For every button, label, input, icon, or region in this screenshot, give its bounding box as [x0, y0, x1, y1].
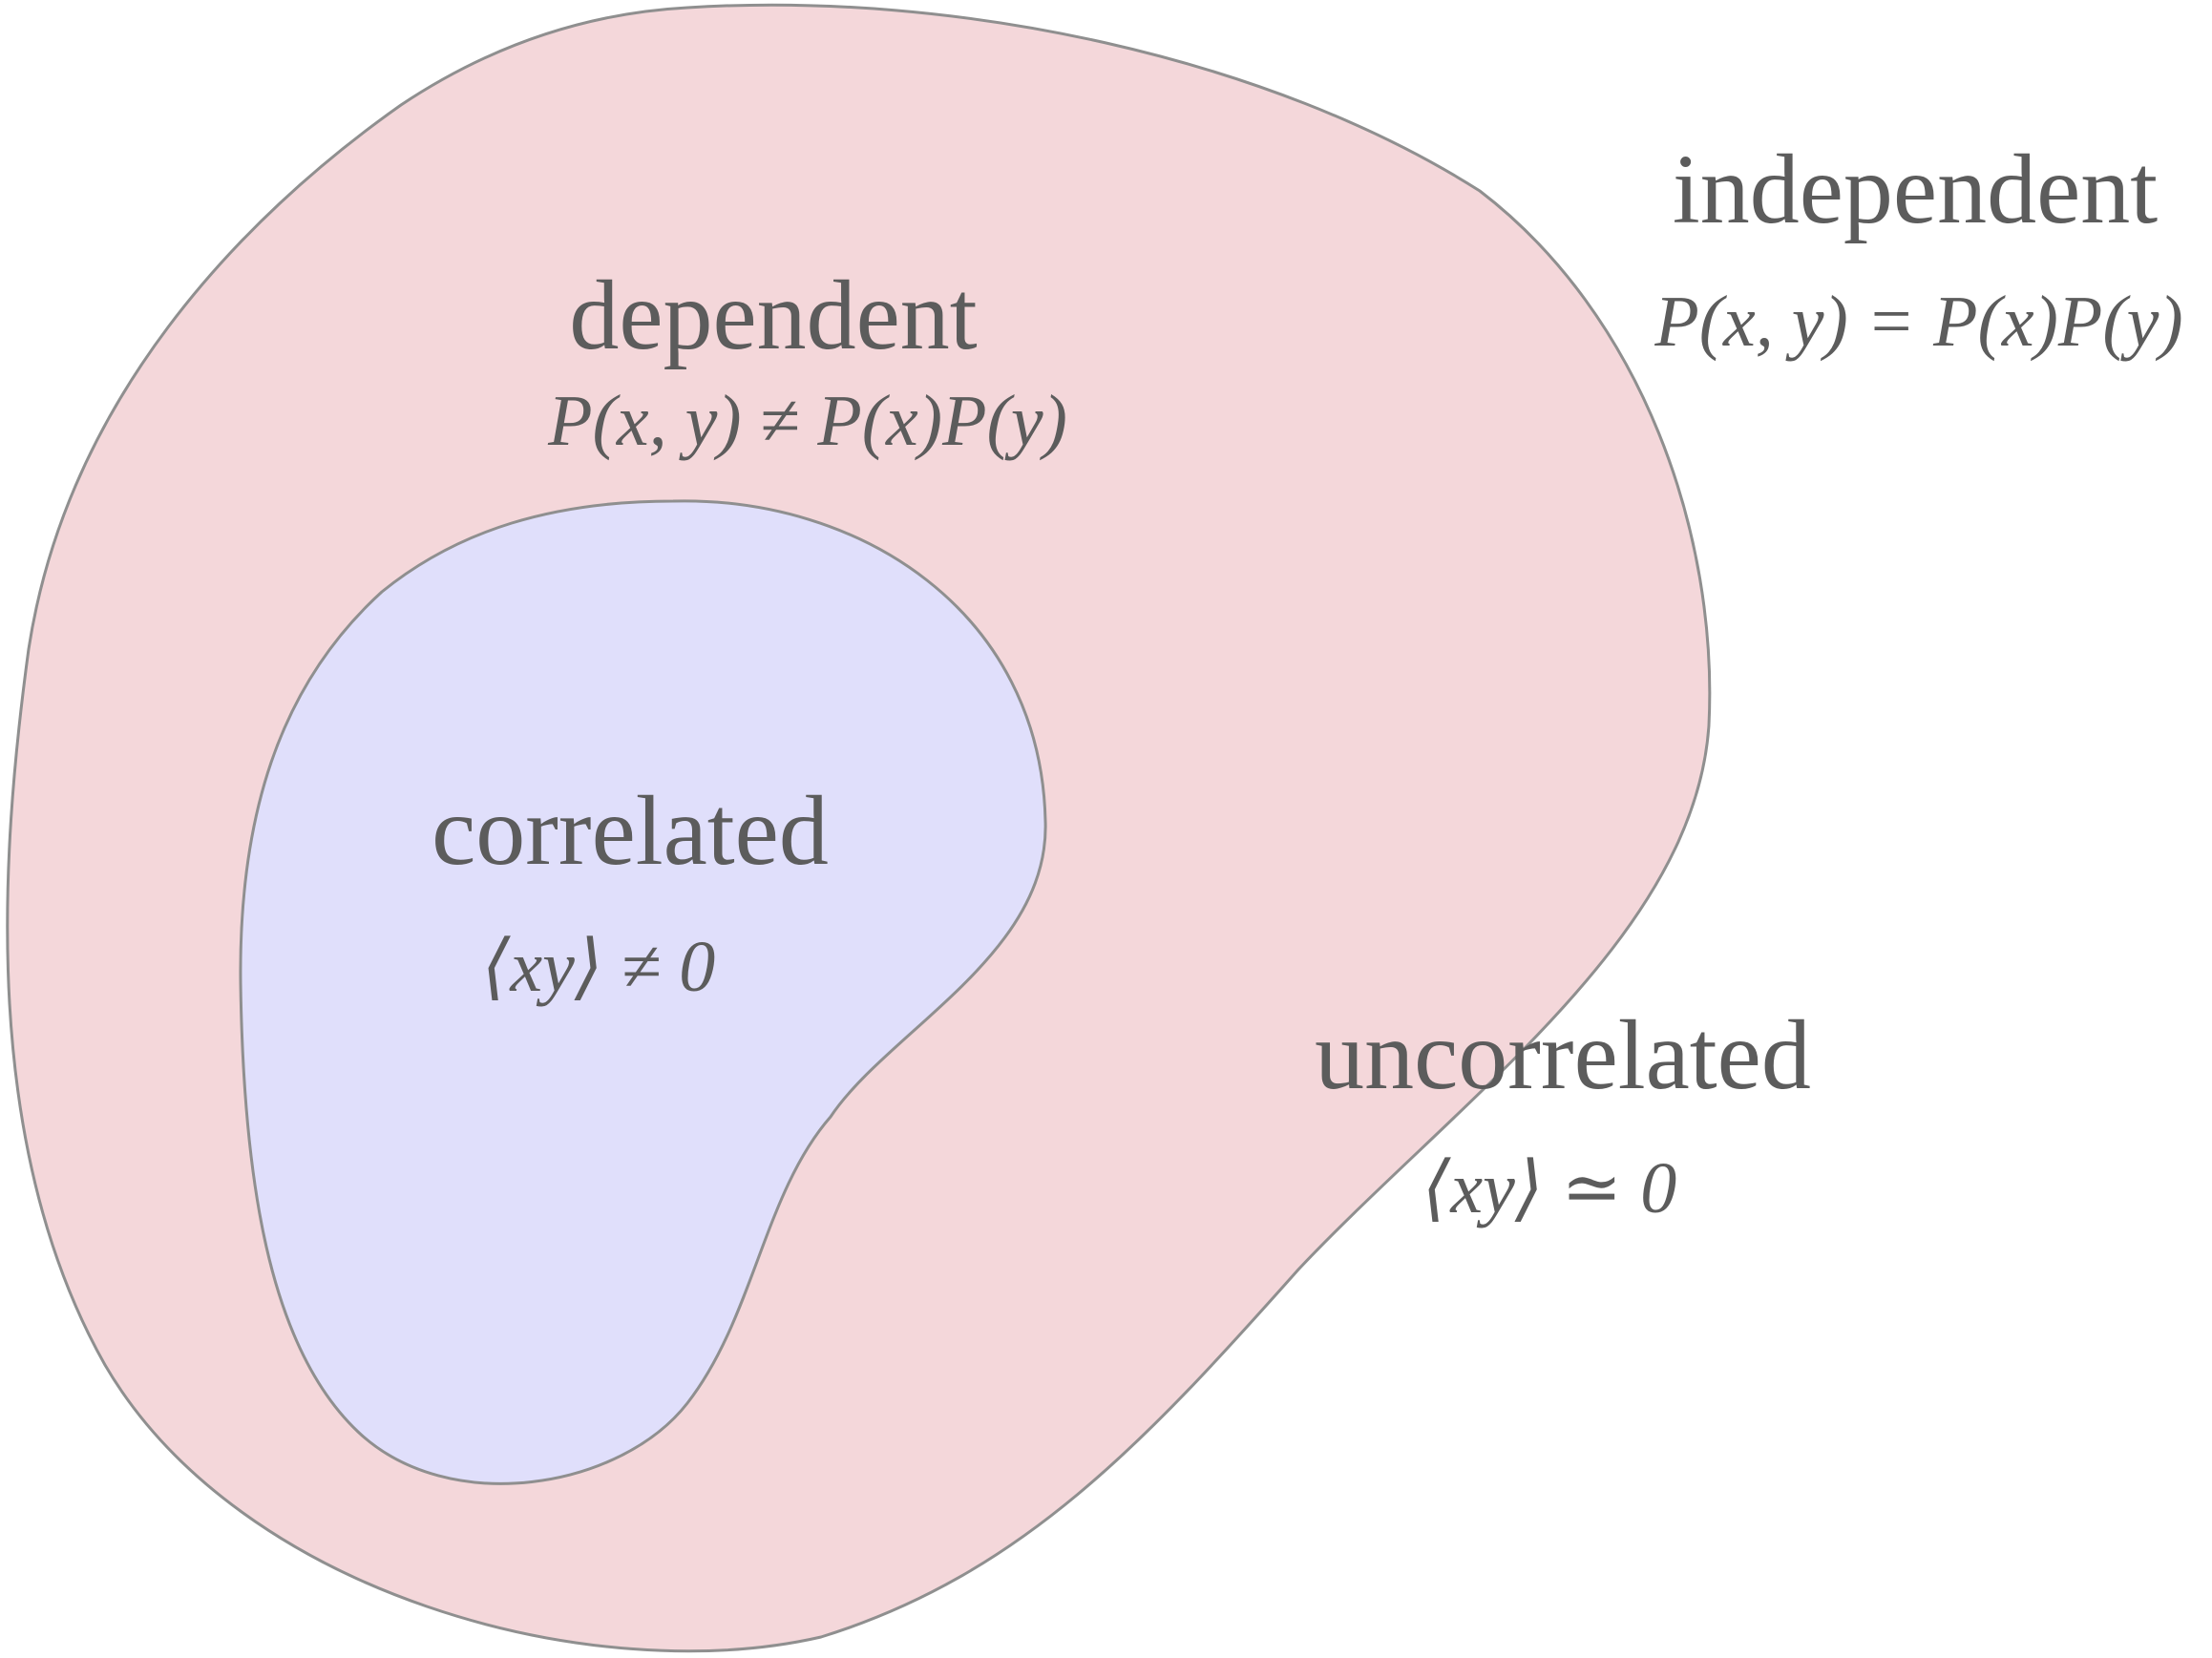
uncorrelated-label: uncorrelated	[1315, 1000, 1811, 1110]
correlated-label: correlated	[432, 776, 829, 886]
correlated-formula: ⟨xy⟩ ≠ 0	[482, 927, 715, 1007]
independent-formula: P(x, y) = P(x)P(y)	[1654, 282, 2182, 362]
uncorrelated-formula: ⟨xy⟩ ≃ 0	[1422, 1148, 1676, 1228]
dependent-formula: P(x, y) ≠ P(x)P(y)	[547, 381, 1067, 461]
independent-label: independent	[1673, 135, 2158, 244]
dependent-label: dependent	[569, 261, 977, 370]
correlated-region	[239, 499, 1047, 1485]
